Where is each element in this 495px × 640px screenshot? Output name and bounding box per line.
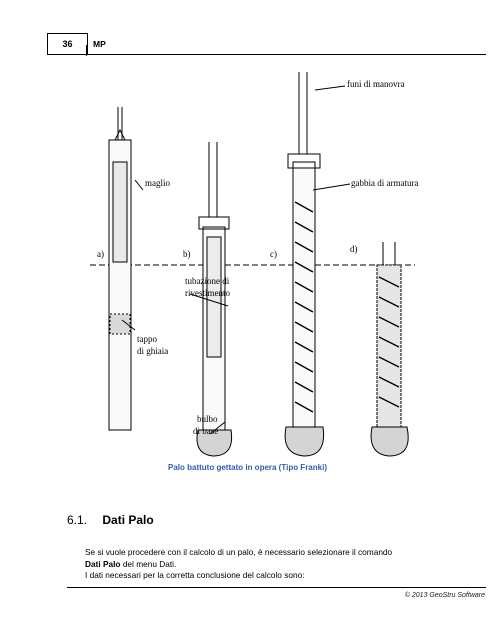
page-header: 36 MP (47, 33, 494, 55)
pile-d (376, 264, 402, 431)
label-stage-a: a) (97, 249, 104, 259)
label-stage-d: d) (350, 244, 358, 254)
section-number: 6.1. (67, 513, 88, 527)
cage-d (378, 276, 400, 408)
label-gabbia: gabbia di armatura (351, 178, 418, 188)
section-heading: 6.1. Dati Palo (67, 513, 154, 527)
label-maglio: maglio (145, 178, 170, 188)
section-title: Dati Palo (102, 513, 154, 527)
footer-rule (67, 587, 486, 588)
page-number: 36 (62, 39, 73, 49)
label-bulbo-1: bulbo (197, 414, 218, 424)
cage-c (294, 201, 314, 413)
body-text: Se si vuole procedere con il calcolo di … (85, 547, 465, 582)
menu-command: Dati Palo (85, 558, 121, 569)
label-tappo-2: di ghiaia (137, 346, 168, 356)
body-line-3: I dati necessari per la corretta conclus… (85, 570, 305, 580)
hammer-a (112, 161, 128, 263)
bulb-c (284, 426, 325, 457)
cable-a (117, 107, 123, 140)
cable-c (298, 72, 308, 154)
header-rule (86, 54, 486, 55)
gravel-plug-a (109, 313, 131, 335)
copyright: © 2013 GeoStru Software (404, 592, 485, 599)
hammer-b (206, 236, 222, 358)
header-divider-vertical (86, 45, 87, 56)
product-name: MP (93, 39, 106, 49)
body-line-1: Se si vuole procedere con il calcolo di … (85, 547, 393, 557)
label-stage-b: b) (183, 249, 191, 259)
figure-caption: Palo battuto gettato in opera (Tipo Fran… (168, 463, 327, 472)
label-tubazione-2: rivestimento (185, 288, 230, 298)
bulb-d (370, 426, 409, 457)
body-line-2: Dati Palo del menu Dati. (85, 559, 465, 571)
bulb-b (196, 429, 233, 457)
body-line-2-rest: del menu Dati. (120, 558, 177, 569)
cable-b (208, 142, 218, 217)
pile-construction-diagram: maglio funi di manovra gabbia di armatur… (90, 72, 418, 457)
label-tubazione-1: tubazione di (185, 276, 230, 286)
label-funi: funi di manovra (347, 79, 405, 89)
label-bulbo-2: di base (193, 426, 218, 436)
page-number-box: 36 (47, 33, 88, 55)
label-tappo-1: tappo (137, 334, 157, 344)
label-stage-c: c) (270, 249, 277, 259)
